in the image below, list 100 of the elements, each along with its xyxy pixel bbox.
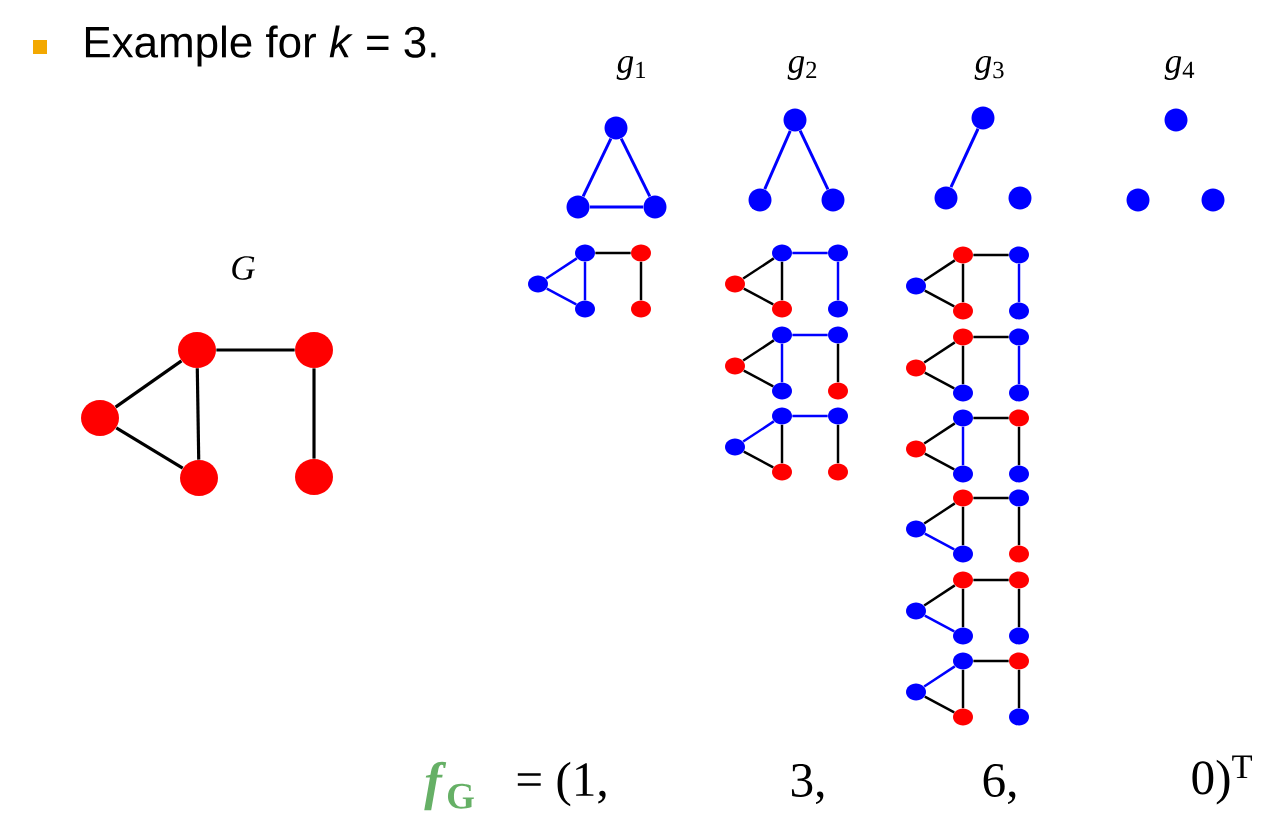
subgraph-vertex	[906, 277, 926, 295]
vector-entry: = (1,	[517, 761, 606, 807]
subgraph-edge	[961, 506, 965, 546]
subgraph-edge	[923, 584, 956, 607]
vector-entry: 3,	[791, 763, 824, 805]
subgraph-edge	[792, 333, 828, 337]
subgraph-edge	[836, 343, 840, 383]
subgraph-edge	[961, 588, 965, 628]
subgraph-vertex	[953, 328, 973, 346]
subgraph-edge	[961, 263, 965, 303]
subgraph-vertex	[828, 407, 848, 425]
subgraph-edge	[973, 335, 1009, 339]
graph-edge	[114, 359, 183, 409]
subgraph-edge	[780, 424, 784, 464]
subgraph-edge	[961, 426, 965, 466]
graphlet-vertex	[821, 188, 845, 212]
subgraph-vertex	[953, 652, 973, 670]
subgraph-edge	[836, 261, 840, 301]
graphlet-vertex	[971, 106, 995, 130]
graph-vertex	[178, 332, 216, 368]
subgraph-vertex	[953, 246, 973, 264]
subgraph-vertex	[1009, 627, 1029, 645]
subgraph-edge	[1017, 426, 1021, 466]
graphlet-edge	[763, 130, 792, 190]
subgraph-edge	[743, 450, 774, 469]
graphlet-edge	[619, 137, 652, 198]
subgraph-edge	[924, 614, 955, 633]
subgraph-edge	[923, 502, 956, 525]
subgraph-edge	[923, 259, 956, 282]
subgraph-vertex	[906, 683, 926, 701]
subgraph-edge	[595, 251, 631, 255]
subgraph-vertex	[772, 326, 792, 344]
subgraph-vertex	[906, 520, 926, 538]
graph-edge	[216, 348, 295, 352]
subgraph-edge	[546, 287, 577, 306]
subgraph-edge	[792, 251, 828, 255]
subgraph-vertex	[772, 382, 792, 400]
subgraph-vertex	[725, 438, 745, 456]
subgraph-edge	[780, 261, 784, 301]
subgraph-edge	[923, 422, 956, 445]
subgraph-edge	[973, 496, 1009, 500]
subgraph-vertex	[1009, 652, 1029, 670]
subgraph-vertex	[1009, 545, 1029, 563]
subgraph-edge	[961, 669, 965, 709]
graph-vertex	[81, 400, 119, 436]
graphlet-vertex	[1008, 186, 1032, 210]
subgraph-vertex	[725, 275, 745, 293]
graphlet-vertex	[604, 116, 628, 140]
graphlet-label: g$_{1}$	[616, 56, 646, 80]
subgraph-edge	[742, 420, 775, 443]
subgraph-vertex	[953, 384, 973, 402]
subgraph-vertex	[725, 357, 745, 375]
subgraph-vertex	[953, 545, 973, 563]
subgraph-edge	[545, 257, 578, 280]
graphlet-edge	[949, 128, 980, 188]
subgraph-edge	[924, 371, 955, 390]
subgraph-edge	[973, 659, 1009, 663]
subgraph-edge	[639, 261, 643, 301]
subgraph-edge	[1017, 588, 1021, 628]
graph-vertex	[180, 460, 218, 496]
subgraph-edge	[961, 345, 965, 385]
subgraph-edge	[973, 416, 1009, 420]
graph-label: G	[232, 256, 255, 280]
subgraph-vertex	[1009, 328, 1029, 346]
subgraph-edge	[1017, 345, 1021, 385]
subgraph-vertex	[1009, 246, 1029, 264]
subgraph-edge	[1017, 669, 1021, 709]
subgraph-edge	[836, 424, 840, 464]
graphlet-vertex	[1164, 108, 1188, 132]
graph-edge	[115, 426, 184, 470]
subgraph-vertex	[906, 602, 926, 620]
graph-edge	[312, 368, 316, 459]
subgraph-vertex	[1009, 465, 1029, 483]
subgraph-vertex	[953, 302, 973, 320]
graphlet-edge	[798, 130, 830, 190]
subgraph-vertex	[953, 571, 973, 589]
subgraph-vertex	[828, 382, 848, 400]
subgraph-edge	[792, 414, 828, 418]
graph-vertex	[295, 459, 333, 495]
subgraph-vertex	[772, 463, 792, 481]
graphlet-vertex	[1126, 188, 1150, 212]
vector-entry: 0)$^{T}$	[1192, 755, 1252, 805]
subgraph-edge	[973, 578, 1009, 582]
subgraph-edge	[924, 289, 955, 308]
subgraph-vertex	[1009, 571, 1029, 589]
subgraph-edge	[923, 341, 956, 364]
subgraph-edge	[924, 695, 955, 714]
subgraph-vertex	[528, 275, 548, 293]
subgraph-edge	[742, 257, 775, 280]
subgraph-vertex	[575, 244, 595, 262]
subgraph-vertex	[575, 300, 595, 318]
subgraph-vertex	[1009, 489, 1029, 507]
subgraph-vertex	[906, 359, 926, 377]
vector-name: f$_{G}$	[424, 761, 474, 811]
graphlet-vertex	[1201, 188, 1225, 212]
subgraph-vertex	[906, 440, 926, 458]
bullet-text: Example for k = 3.	[85, 25, 436, 67]
subgraph-edge	[780, 343, 784, 383]
subgraph-edge	[924, 532, 955, 551]
subgraph-edge	[583, 261, 587, 301]
